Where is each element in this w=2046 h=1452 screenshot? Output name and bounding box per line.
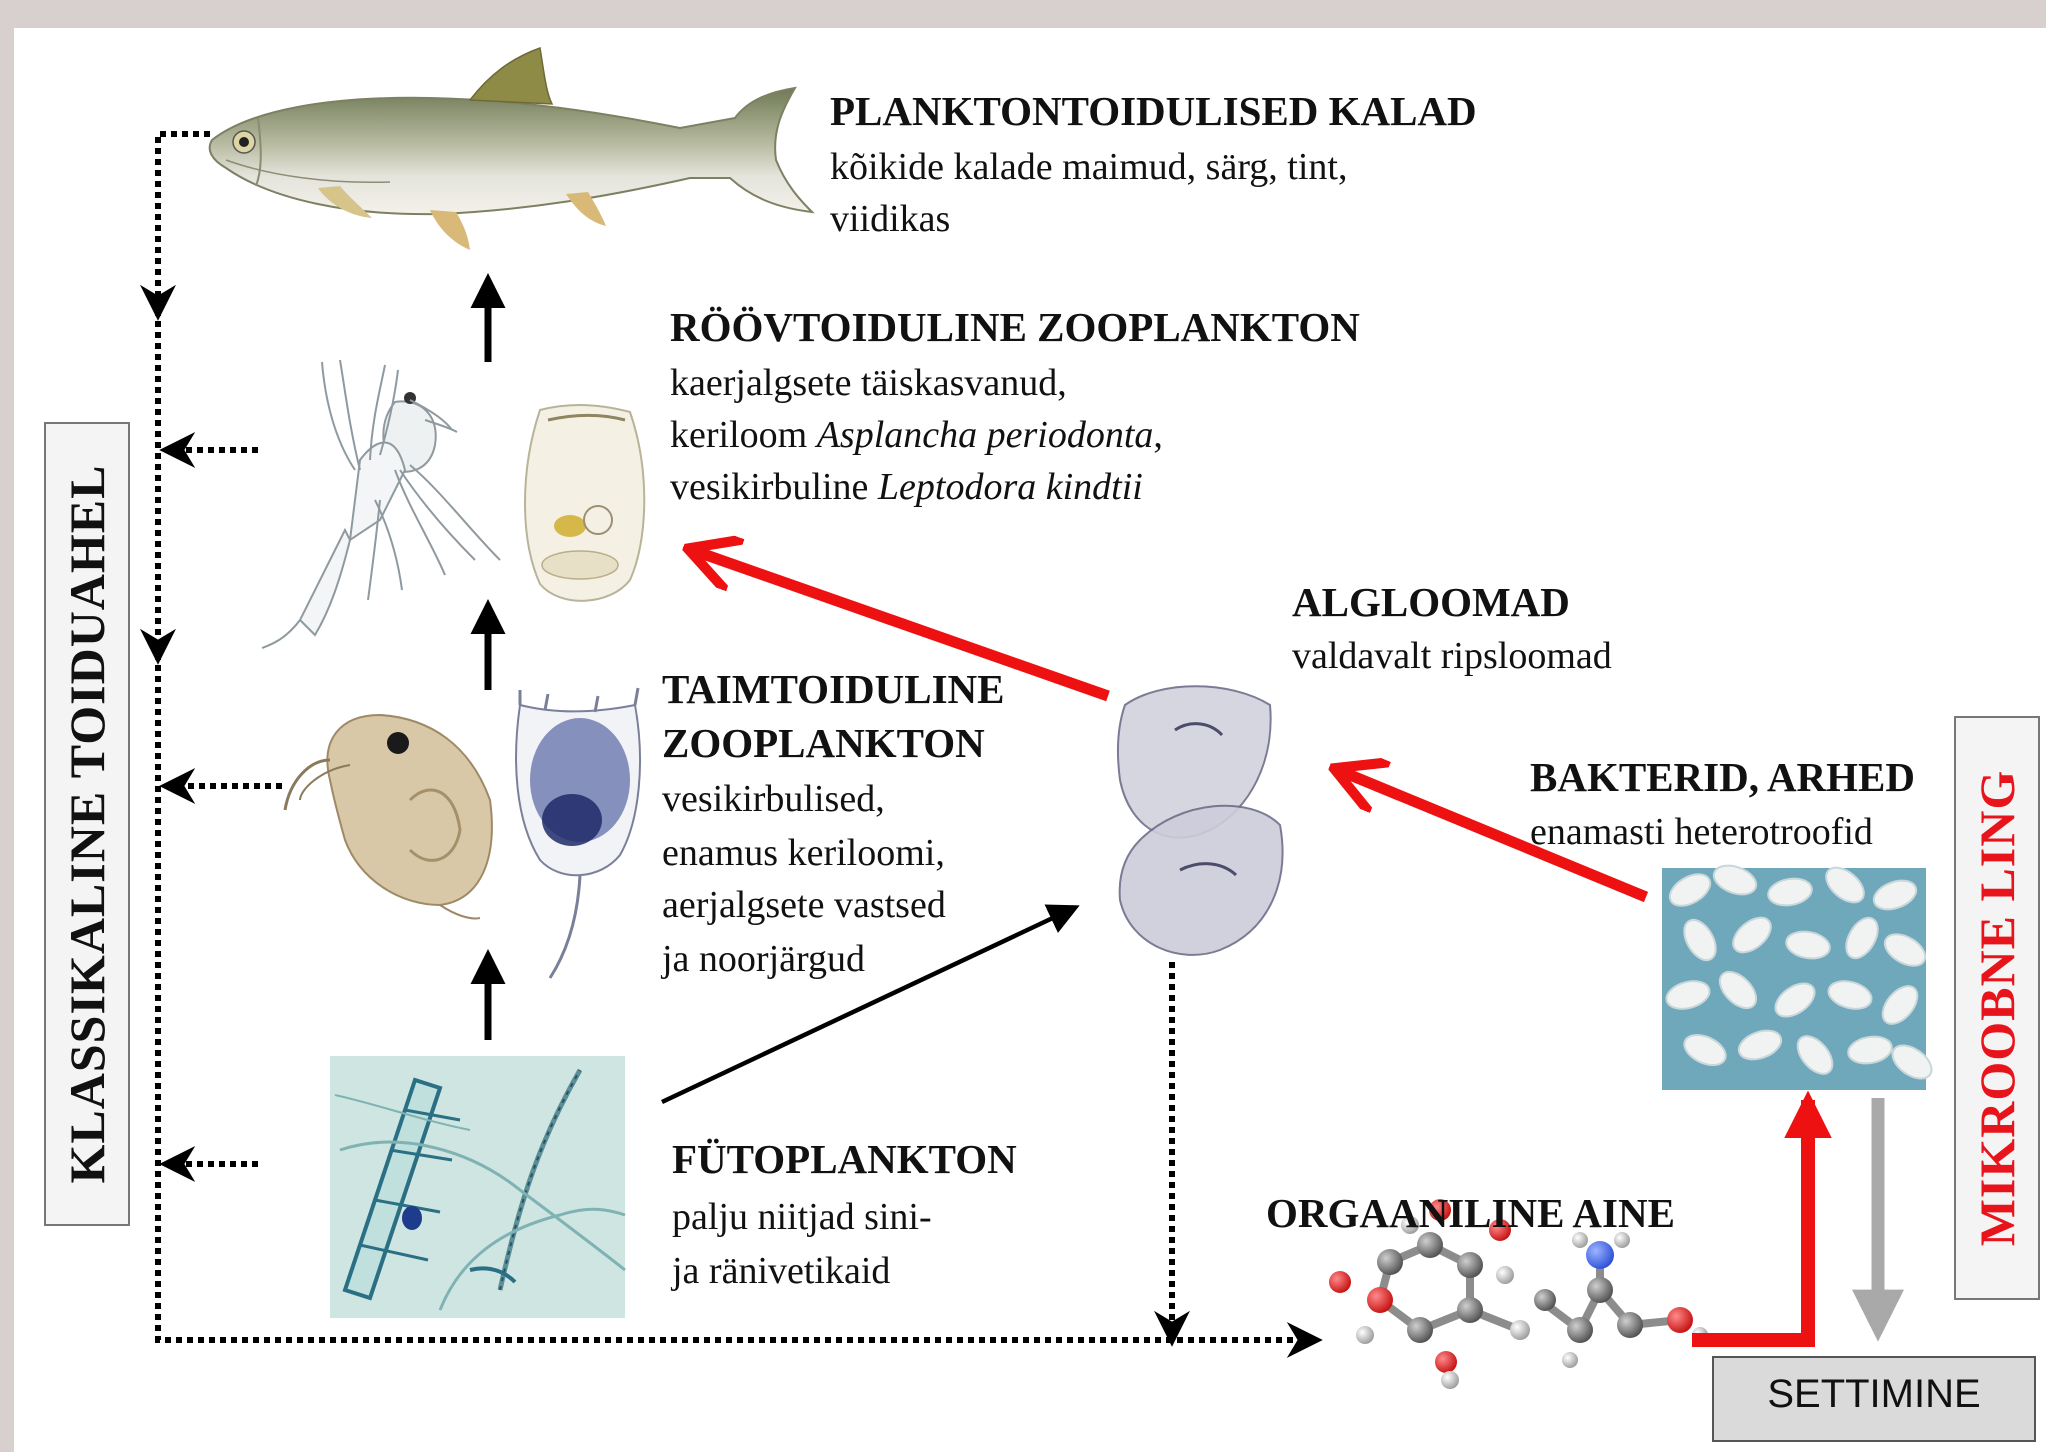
settling-box: SETTIMINE — [1712, 1356, 2036, 1442]
phyto-desc-1: palju niitjad sini- — [672, 1191, 932, 1243]
organic-title: ORGAANILINE AINE — [1266, 1188, 1675, 1238]
microbial-loop-label: MIKROOBNE LING — [1968, 770, 2026, 1247]
daphnia-illustration — [285, 715, 492, 918]
fish-illustration — [210, 48, 812, 250]
phytoplankton-illustration — [330, 1056, 625, 1318]
predatory-title: RÖÖVTOIDULINE ZOOPLANKTON — [670, 302, 1360, 352]
species-asplancha: Asplancha periodonta — [817, 414, 1154, 456]
protozoa-desc: valdavalt ripsloomad — [1292, 630, 1612, 682]
protozoa-illustration — [1118, 686, 1283, 955]
herbivorous-desc-1: vesikirbulised, — [662, 773, 885, 825]
fish-desc-2: viidikas — [830, 193, 950, 245]
herbivorous-desc-4: ja noorjärgud — [662, 933, 865, 985]
predatory-desc-1: kaerjalgsete täiskasvanud, — [670, 357, 1067, 409]
predatory-desc-3: vesikirbuline Leptodora kindtii — [670, 461, 1143, 513]
classic-food-chain-box: KLASSIKALINE TOIDUAHEL — [44, 422, 130, 1226]
bacteria-desc: enamasti heterotroofid — [1530, 806, 1873, 858]
fish-title: PLANKTONTOIDULISED KALAD — [830, 86, 1477, 136]
copepod-illustration — [262, 360, 500, 648]
microbial-loop-box: MIKROOBNE LING — [1954, 716, 2040, 1300]
herbivorous-title-1: TAIMTOIDULINE — [662, 664, 1005, 714]
classic-food-chain-label: KLASSIKALINE TOIDUAHEL — [58, 465, 116, 1184]
fish-desc-1: kõikide kalade maimud, särg, tint, — [830, 141, 1347, 193]
settling-label: SETTIMINE — [1714, 1372, 2034, 1417]
herbivorous-title-2: ZOOPLANKTON — [662, 718, 985, 768]
rotifer-illustration — [516, 688, 640, 978]
predatory-desc-2: keriloom Asplancha periodonta, — [670, 409, 1163, 461]
bacteria-title: BAKTERID, ARHED — [1530, 752, 1915, 802]
bacteria-illustration — [1662, 860, 1937, 1090]
species-leptodora: Leptodora kindtii — [878, 466, 1143, 508]
protozoa-title: ALGLOOMAD — [1292, 577, 1570, 627]
phyto-desc-2: ja ränivetikaid — [672, 1245, 890, 1297]
herbivorous-desc-3: aerjalgsete vastsed — [662, 879, 946, 931]
herbivorous-desc-2: enamus keriloomi, — [662, 827, 945, 879]
arrow-organic-to-bacteria — [1692, 1100, 1808, 1340]
asplanchna-illustration — [525, 405, 644, 601]
phyto-title: FÜTOPLANKTON — [672, 1134, 1017, 1184]
